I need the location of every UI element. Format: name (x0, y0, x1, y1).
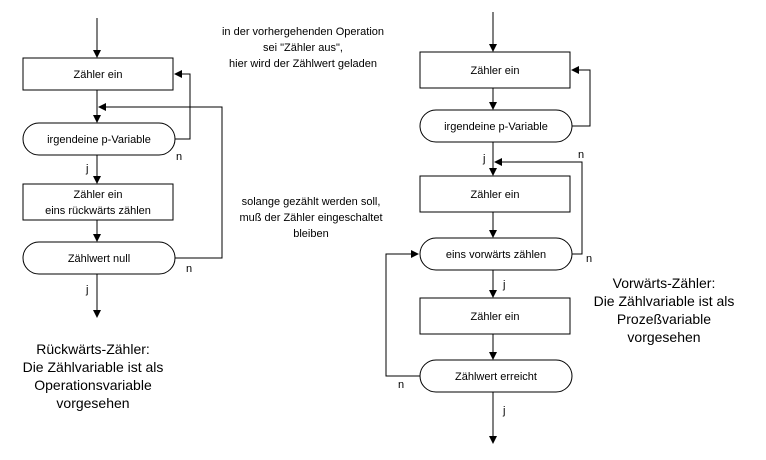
left-cond-p-variable-label: irgendeine p-Variable (47, 134, 151, 146)
right-caption-line4: vorgesehen (627, 329, 700, 345)
right-label-n1: n (578, 149, 584, 161)
right-cond-zaehlwert-erreicht-label: Zählwert erreicht (455, 371, 537, 383)
right-exit-arrowhead (489, 436, 497, 444)
right-box-zaehler-ein-1-label: Zähler ein (471, 65, 520, 77)
left-label-n1: n (176, 151, 182, 163)
left-arrowhead-cond2 (93, 234, 101, 242)
left-arrowhead-box2 (93, 176, 101, 184)
right-label-n2: n (586, 253, 592, 265)
note-top-line2: sei "Zähler aus", (263, 42, 343, 54)
note-middle-line2: muß der Zähler eingeschaltet (239, 212, 382, 224)
left-box-rueckwaerts-line1: Zähler ein (74, 189, 123, 201)
right-box-zaehler-ein-2 (419, 175, 571, 213)
right-box-zaehler-ein-2-label: Zähler ein (471, 189, 520, 201)
right-loop-n1-arrowhead (571, 66, 579, 74)
left-exit-arrowhead (93, 310, 101, 318)
left-box-zaehler-ein (22, 57, 174, 91)
right-box-zaehler-ein-3-label: Zähler ein (471, 311, 520, 323)
left-caption-line3: Operationsvariable (34, 377, 152, 393)
left-box-rueckwaerts-line2: eins rückwärts zählen (45, 205, 151, 217)
right-loop-n2 (501, 161, 583, 255)
right-cond-p-variable-label: irgendeine p-Variable (444, 121, 548, 133)
right-caption-line2: Die Zählvariable ist als (594, 293, 735, 309)
right-label-j2: j (502, 279, 505, 291)
right-caption-line3: Prozeßvariable (617, 311, 711, 327)
left-loop-n2-arrowhead (98, 103, 106, 111)
right-box-zaehler-ein-3 (419, 297, 571, 335)
right-box-zaehler-ein-1 (419, 51, 571, 89)
note-middle-line1: solange gezählt werden soll, (242, 196, 381, 208)
right-loop-n1 (572, 69, 591, 127)
left-loop-n2 (105, 106, 223, 259)
left-arrowhead-cond1 (93, 115, 101, 123)
right-label-j3: j (502, 405, 505, 417)
left-caption-line2: Die Zählvariable ist als (23, 359, 164, 375)
right-arrowhead-cond2 (489, 230, 497, 238)
right-loop-n3 (385, 253, 420, 377)
left-cond-zaehlwert-null-label: Zählwert null (68, 253, 130, 265)
right-arrowhead-box2 (489, 168, 497, 176)
right-loop-n3-arrowhead (411, 250, 419, 258)
right-flowchart: Zähler ein irgendeine p-Variable j Zähle… (385, 12, 735, 444)
right-arrowhead-cond3 (489, 352, 497, 360)
left-entry-arrowhead (93, 50, 101, 58)
note-top-line1: in der vorhergehenden Operation (222, 26, 384, 38)
note-top-line3: hier wird der Zählwert geladen (229, 58, 377, 70)
right-label-j1: j (482, 153, 485, 165)
left-caption-line4: vorgesehen (56, 395, 129, 411)
left-loop-n1-arrowhead (174, 70, 182, 78)
right-caption-line1: Vorwärts-Zähler: (613, 275, 716, 291)
right-arrowhead-cond1 (489, 102, 497, 110)
left-caption-line1: Rückwärts-Zähler: (36, 341, 150, 357)
right-arrowhead-box3 (489, 290, 497, 298)
left-box-rueckwaerts (22, 183, 174, 221)
note-middle-line3: bleiben (293, 228, 328, 240)
left-box-zaehler-ein-label: Zähler ein (74, 69, 123, 81)
right-entry-arrowhead (489, 44, 497, 52)
notes: in der vorhergehenden Operation sei "Zäh… (222, 26, 384, 240)
right-loop-n2-arrowhead (494, 158, 502, 166)
left-flowchart: Zähler ein irgendeine p-Variable n j Zäh… (22, 18, 223, 411)
left-label-j1: j (85, 163, 88, 175)
right-label-n3: n (398, 379, 404, 391)
right-cond-vorwaerts-label: eins vorwärts zählen (446, 249, 546, 261)
left-label-n2: n (186, 263, 192, 275)
left-label-j2: j (85, 284, 88, 296)
